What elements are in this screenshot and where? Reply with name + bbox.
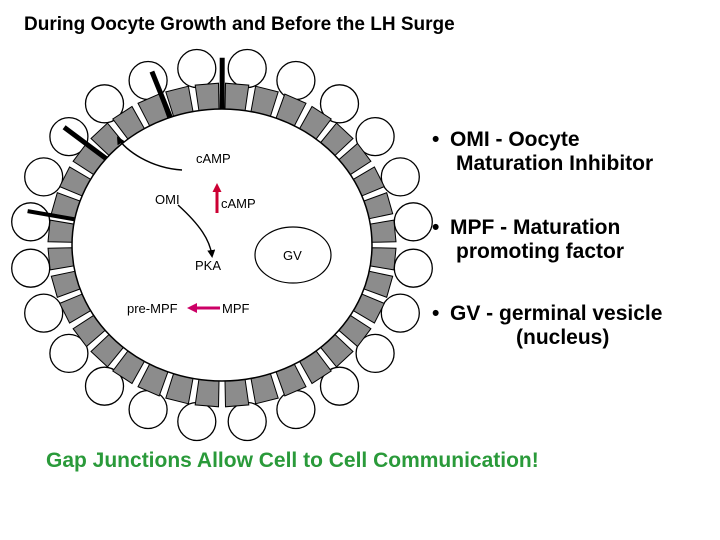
cumulus-cell <box>227 48 267 89</box>
germinal-vesicle <box>254 226 332 284</box>
cumulus-cell <box>393 248 433 288</box>
camp-diffusion-arrow <box>116 136 183 171</box>
cumulus-cell <box>355 333 395 374</box>
cumulus-cell <box>84 84 125 124</box>
zona-segment <box>194 82 220 112</box>
cumulus-cell <box>49 116 89 157</box>
pka-label: PKA <box>195 258 222 273</box>
cumulus-cell <box>24 157 64 197</box>
cumulus-cell <box>11 202 51 242</box>
cumulus-cell <box>84 366 125 406</box>
zona-segment <box>47 247 75 271</box>
cumulus-cell <box>177 48 217 89</box>
camp-label-mid: cAMP <box>221 196 256 211</box>
oocyte-membrane <box>71 108 373 382</box>
caption: Gap Junctions Allow Cell to Cell Communi… <box>46 449 539 472</box>
cumulus-cell <box>380 293 420 333</box>
bullet-gv: •GV - germinal vesicle (nucleus) <box>432 302 663 350</box>
zona-segment <box>47 219 75 243</box>
mpf-label: MPF <box>222 301 250 316</box>
cumulus-cell <box>24 293 64 333</box>
zona-segment <box>369 247 397 271</box>
pre-mpf-label: pre-MPF <box>127 301 178 316</box>
zona-segment <box>224 378 250 408</box>
omi-to-pka-arrow <box>177 204 216 258</box>
cumulus-cell <box>355 116 395 157</box>
cumulus-cell <box>49 333 89 374</box>
zona-segment <box>194 378 220 408</box>
zona-segment <box>224 82 250 112</box>
zona-segment <box>369 219 397 243</box>
cumulus-cells <box>11 48 433 442</box>
cumulus-cell <box>276 60 316 101</box>
gv-label: GV <box>283 248 302 263</box>
cumulus-cell <box>393 202 433 242</box>
bullet-omi: •OMI - Oocyte Maturation Inhibitor <box>432 128 654 176</box>
slide-title: During Oocyte Growth and Before the LH S… <box>24 14 455 35</box>
bullet-mpf: •MPF - Maturation promoting factor <box>432 216 624 264</box>
cumulus-cell <box>177 401 217 442</box>
cumulus-cell <box>11 248 51 288</box>
cumulus-cell <box>380 157 420 197</box>
cumulus-cell <box>319 366 360 406</box>
cumulus-cell <box>276 389 316 430</box>
omi-label: OMI <box>155 192 180 207</box>
camp-label-top: cAMP <box>196 151 231 166</box>
cumulus-cell <box>128 389 168 430</box>
cumulus-cell <box>319 84 360 124</box>
cumulus-cell <box>227 401 267 442</box>
